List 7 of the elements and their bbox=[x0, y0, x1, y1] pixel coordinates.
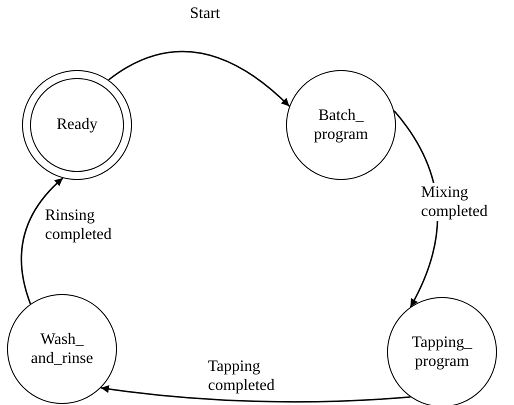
arrow bbox=[108, 50, 290, 107]
state-label: Wash_ and_rinse bbox=[30, 330, 94, 368]
state-label: Batch_ program bbox=[312, 106, 370, 144]
state-label: Tapping_ program bbox=[410, 332, 474, 372]
state-label: Ready bbox=[56, 115, 98, 135]
arrow bbox=[100, 385, 410, 403]
arrow bbox=[20, 178, 64, 304]
